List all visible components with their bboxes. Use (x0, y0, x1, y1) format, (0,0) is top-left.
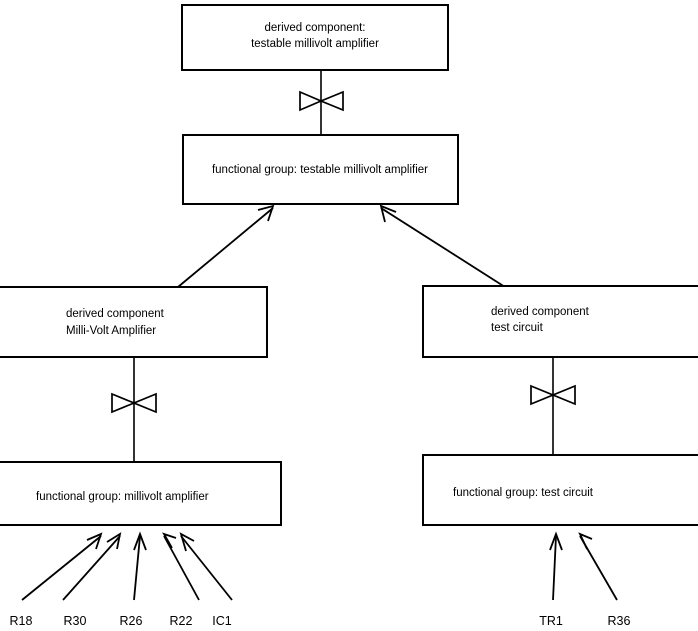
node-left-functional-group[interactable]: functional group: millivolt amplifier (0, 461, 282, 526)
arrow-left-derived-to-top-functional (177, 207, 274, 288)
leaf-label-r22: R22 (170, 614, 193, 628)
arrow-leaf-r22 (163, 535, 200, 601)
node-top-functional-group-box[interactable] (182, 134, 459, 205)
node-right-functional-group-line1: functional group: test circuit (453, 487, 594, 499)
arrowhead-leaf-tr1 (549, 531, 563, 551)
arrowhead-leaf-r26 (133, 531, 147, 551)
leaf-label-r26: R26 (120, 614, 143, 628)
arrow-leaf-ic1 (180, 535, 233, 601)
node-right-functional-group[interactable]: functional group: test circuit (422, 454, 698, 526)
node-left-derived-component-line1: derived component (66, 308, 165, 320)
node-top-functional-group[interactable]: functional group: testable millivolt amp… (182, 134, 459, 205)
arrowhead-right-derived (379, 204, 397, 223)
node-left-derived-component-line2: Milli-Volt Amplifier (66, 325, 156, 337)
node-right-derived-component-box[interactable] (422, 285, 698, 358)
arrowhead-leaf-r30 (106, 532, 122, 550)
arrowhead-leaf-r18 (86, 532, 103, 550)
node-right-functional-group-box[interactable] (422, 454, 698, 526)
node-right-derived-component-line2: test circuit (491, 322, 544, 334)
arrowhead-leaf-ic1 (179, 532, 195, 552)
arrowhead-left-derived (257, 204, 275, 222)
arrowhead-leaf-r36 (578, 532, 593, 550)
leaf-label-r18: R18 (10, 614, 33, 628)
node-top-derived-component-box[interactable] (181, 4, 449, 71)
node-right-derived-component[interactable]: derived component test circuit (422, 285, 698, 358)
leaf-label-r30: R30 (64, 614, 87, 628)
node-right-derived-component-line1: derived component (491, 306, 590, 318)
node-top-derived-component-line2: testable millivolt amplifier (251, 38, 379, 50)
bowtie-connector-top (299, 90, 344, 112)
node-left-functional-group-box[interactable] (0, 461, 282, 526)
arrow-leaf-r18 (21, 535, 102, 601)
leaf-label-r36: R36 (608, 614, 631, 628)
node-top-functional-group-line1: functional group: testable millivolt amp… (212, 164, 428, 176)
bowtie-connector-left (111, 392, 157, 414)
node-left-derived-component[interactable]: derived component Milli-Volt Amplifier (0, 286, 268, 358)
leaf-label-tr1: TR1 (539, 614, 563, 628)
arrow-right-derived-to-top-functional (380, 207, 506, 288)
arrow-leaf-r30 (62, 535, 121, 601)
node-top-derived-component-line1: derived component: (264, 22, 365, 34)
arrow-leaf-r26 (133, 535, 141, 601)
node-left-derived-component-box[interactable] (0, 286, 268, 358)
node-left-functional-group-line1: functional group: millivolt amplifier (36, 491, 209, 503)
arrowhead-leaf-r22 (162, 532, 177, 549)
node-top-derived-component[interactable]: derived component: testable millivolt am… (181, 4, 449, 71)
bowtie-connector-right (530, 384, 576, 406)
leaf-label-ic1: IC1 (212, 614, 232, 628)
arrow-leaf-tr1 (552, 535, 557, 601)
